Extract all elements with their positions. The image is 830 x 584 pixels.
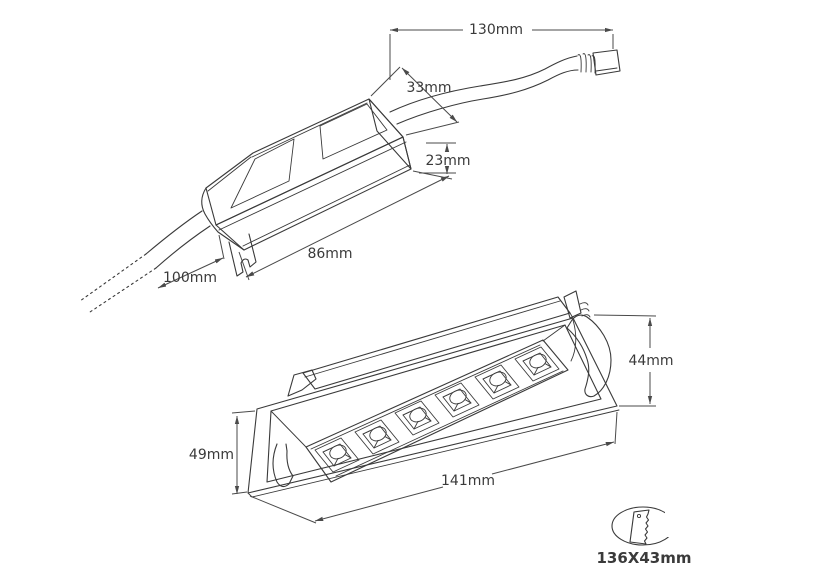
dim-input-cable: 100mm [157, 234, 225, 289]
fixture-spring-clip-left [272, 369, 317, 488]
dim-end-height-label: 23mm [425, 153, 470, 169]
dimension-annotations: 130mm 33mm 23mm 86mm 100mm [157, 22, 674, 524]
fixture-module-strip [305, 339, 569, 483]
fixture-module-rim [310, 344, 564, 477]
dim-recess-depth: 44mm [593, 314, 674, 407]
driver-base-seam [242, 164, 411, 247]
fixture-trim-inner [266, 324, 602, 483]
driver-left-end [201, 187, 245, 251]
fixture-spring-clip-right [563, 290, 612, 398]
cutout-ellipse-gap [665, 511, 678, 537]
driver-drawing [79, 49, 621, 313]
fixture-housing-seam [304, 300, 574, 378]
fixture-trim-outer [247, 317, 618, 494]
driver-label-panel-left [230, 138, 295, 209]
dim-body-length-label: 86mm [307, 246, 352, 262]
dim-recess-depth-label: 44mm [628, 353, 673, 369]
driver-connector [577, 49, 621, 76]
dim-fixture-length: 141mm [249, 411, 618, 524]
dim-output-cable-label: 130mm [469, 22, 523, 38]
dim-input-cable-label: 100mm [163, 270, 217, 286]
driver-front-face [215, 136, 412, 251]
fixture-trim-thickness [247, 409, 620, 498]
saw-blade-icon [629, 509, 650, 545]
fixture-interior-walls [270, 324, 566, 448]
dim-body-height-label: 49mm [189, 447, 234, 463]
cutout-hole-ellipse [611, 506, 675, 546]
fixture-housing [302, 296, 571, 390]
driver-end-face [368, 98, 412, 170]
dim-end-height: 23mm [419, 142, 471, 175]
dim-end-width-label: 33mm [406, 80, 451, 96]
dim-body-height: 49mm [189, 410, 256, 495]
driver-input-cable [79, 210, 211, 313]
cutout-size-label: 136X43mm [596, 549, 691, 567]
driver-lid-seams [207, 102, 407, 231]
dim-fixture-length-label: 141mm [441, 473, 495, 489]
dim-body-length: 86mm [238, 170, 453, 281]
dim-end-width: 33mm [370, 66, 460, 136]
driver-label-panel-right [319, 103, 388, 160]
fixture-drawing [247, 290, 620, 498]
cutout-icon: 136X43mm [596, 506, 692, 567]
dim-output-cable: 130mm [389, 22, 614, 80]
